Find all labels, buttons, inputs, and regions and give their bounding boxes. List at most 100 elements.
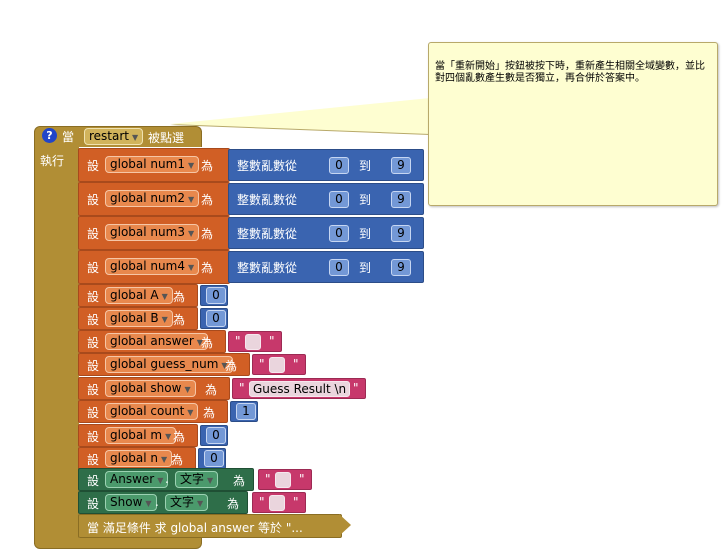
variable-dropdown[interactable]: global answer▼ xyxy=(105,333,208,350)
random-label: 整數亂數從 xyxy=(237,227,298,241)
event-block-body xyxy=(34,146,79,544)
variable-dropdown[interactable]: global num4▼ xyxy=(105,258,200,275)
variable-dropdown[interactable]: global show▼ xyxy=(105,380,196,397)
variable-dropdown[interactable]: global count▼ xyxy=(105,403,199,420)
number-value[interactable]: 0 xyxy=(206,310,226,327)
do-label: 執行 xyxy=(40,154,65,168)
range-to-label: 到 xyxy=(359,227,372,241)
set-variable-block[interactable]: 設 global guess_num▼為 xyxy=(78,353,250,376)
quote-close: " xyxy=(269,334,275,348)
chevron-down-icon: ▼ xyxy=(161,455,168,464)
set-label: 設 xyxy=(87,193,100,207)
text-value[interactable] xyxy=(269,495,285,511)
random-label: 整數亂數從 xyxy=(237,261,298,275)
variable-dropdown[interactable]: global guess_num▼ xyxy=(105,356,233,373)
random-from-value[interactable]: 0 xyxy=(329,225,349,242)
text-value[interactable] xyxy=(269,357,285,373)
to-label: 為 xyxy=(225,359,238,373)
text-block[interactable]: "" xyxy=(258,469,312,490)
number-block[interactable]: 0 xyxy=(200,285,228,306)
number-value[interactable]: 1 xyxy=(236,403,256,420)
set-label: 設 xyxy=(87,406,100,420)
set-variable-block[interactable]: 設 global count▼ 為 xyxy=(78,400,228,423)
help-icon[interactable]: ? xyxy=(42,128,57,143)
component-dropdown[interactable]: restart▼ xyxy=(84,128,144,145)
set-label: 設 xyxy=(87,474,100,488)
number-block[interactable]: 0 xyxy=(200,425,228,446)
variable-dropdown[interactable]: global m▼ xyxy=(105,427,177,444)
to-label: 為 xyxy=(203,406,216,420)
variable-dropdown[interactable]: global num1▼ xyxy=(105,156,200,173)
text-value[interactable] xyxy=(275,472,291,488)
property-dropdown[interactable]: 文字▼ xyxy=(175,471,219,488)
text-block[interactable]: "Guess Result \n" xyxy=(232,378,366,399)
comment-bubble[interactable]: 當「重新開始」按鈕被按下時，重新產生相關全域變數，並比對四個亂數產生數是否獨立，… xyxy=(428,42,718,206)
text-value[interactable] xyxy=(245,334,261,350)
to-label: 為 xyxy=(201,261,214,275)
range-to-label: 到 xyxy=(359,159,372,173)
text-value[interactable]: Guess Result \n xyxy=(249,381,351,397)
procedure-call-block[interactable]: 當 滿足條件 求 global answer 等於 "... xyxy=(78,514,342,538)
set-label: 設 xyxy=(87,227,100,241)
component-dropdown[interactable]: Answer▼ xyxy=(105,471,169,488)
number-value[interactable]: 0 xyxy=(206,427,226,444)
procedure-call-text: 當 滿足條件 求 global answer 等於 "... xyxy=(87,521,303,535)
variable-dropdown[interactable]: global num2▼ xyxy=(105,190,200,207)
set-label: 設 xyxy=(87,313,100,327)
quote-open: " xyxy=(259,495,265,509)
set-variable-block[interactable]: 設 global A▼為 xyxy=(78,284,198,307)
when-label: 當 xyxy=(62,130,75,144)
random-to-value[interactable]: 9 xyxy=(391,191,411,208)
random-from-value[interactable]: 0 xyxy=(329,191,349,208)
variable-dropdown[interactable]: global B▼ xyxy=(105,310,173,327)
number-value[interactable]: 0 xyxy=(206,287,226,304)
chevron-down-icon: ▼ xyxy=(161,315,168,324)
variable-dropdown[interactable]: global n▼ xyxy=(105,450,173,467)
text-block[interactable]: "" xyxy=(252,354,306,375)
range-to-label: 到 xyxy=(359,193,372,207)
dot-label: . xyxy=(165,472,169,486)
to-label: 為 xyxy=(173,290,186,304)
clicked-label: 被點選 xyxy=(148,131,185,145)
text-block[interactable]: "" xyxy=(252,492,306,513)
set-label: 設 xyxy=(87,290,100,304)
text-block[interactable]: "" xyxy=(228,331,282,352)
set-component-property-block[interactable]: 設 Answer▼. 文字▼ 為 xyxy=(78,468,254,491)
property-dropdown[interactable]: 文字▼ xyxy=(165,494,209,511)
comment-text: 當「重新開始」按鈕被按下時，重新產生相關全域變數，並比對四個亂數產生數是否獨立，… xyxy=(435,61,705,84)
set-label: 設 xyxy=(87,359,100,373)
number-block[interactable]: 0 xyxy=(198,448,226,469)
to-label: 為 xyxy=(233,474,246,488)
set-label: 設 xyxy=(87,159,100,173)
number-value[interactable]: 0 xyxy=(204,450,224,467)
random-label: 整數亂數從 xyxy=(237,159,298,173)
quote-close: " xyxy=(293,357,299,371)
variable-dropdown[interactable]: global A▼ xyxy=(105,287,173,304)
procedure-call-tip xyxy=(339,514,351,536)
random-to-value[interactable]: 9 xyxy=(391,225,411,242)
variable-dropdown[interactable]: global num3▼ xyxy=(105,224,200,241)
number-block[interactable]: 0 xyxy=(200,308,228,329)
number-block[interactable]: 1 xyxy=(230,401,258,422)
random-to-value[interactable]: 9 xyxy=(391,259,411,276)
component-dropdown[interactable]: Show▼ xyxy=(105,494,157,511)
to-label: 為 xyxy=(173,430,186,444)
random-from-value[interactable]: 0 xyxy=(329,259,349,276)
random-to-value[interactable]: 9 xyxy=(391,157,411,174)
chevron-down-icon: ▼ xyxy=(161,292,168,301)
random-from-value[interactable]: 0 xyxy=(329,157,349,174)
